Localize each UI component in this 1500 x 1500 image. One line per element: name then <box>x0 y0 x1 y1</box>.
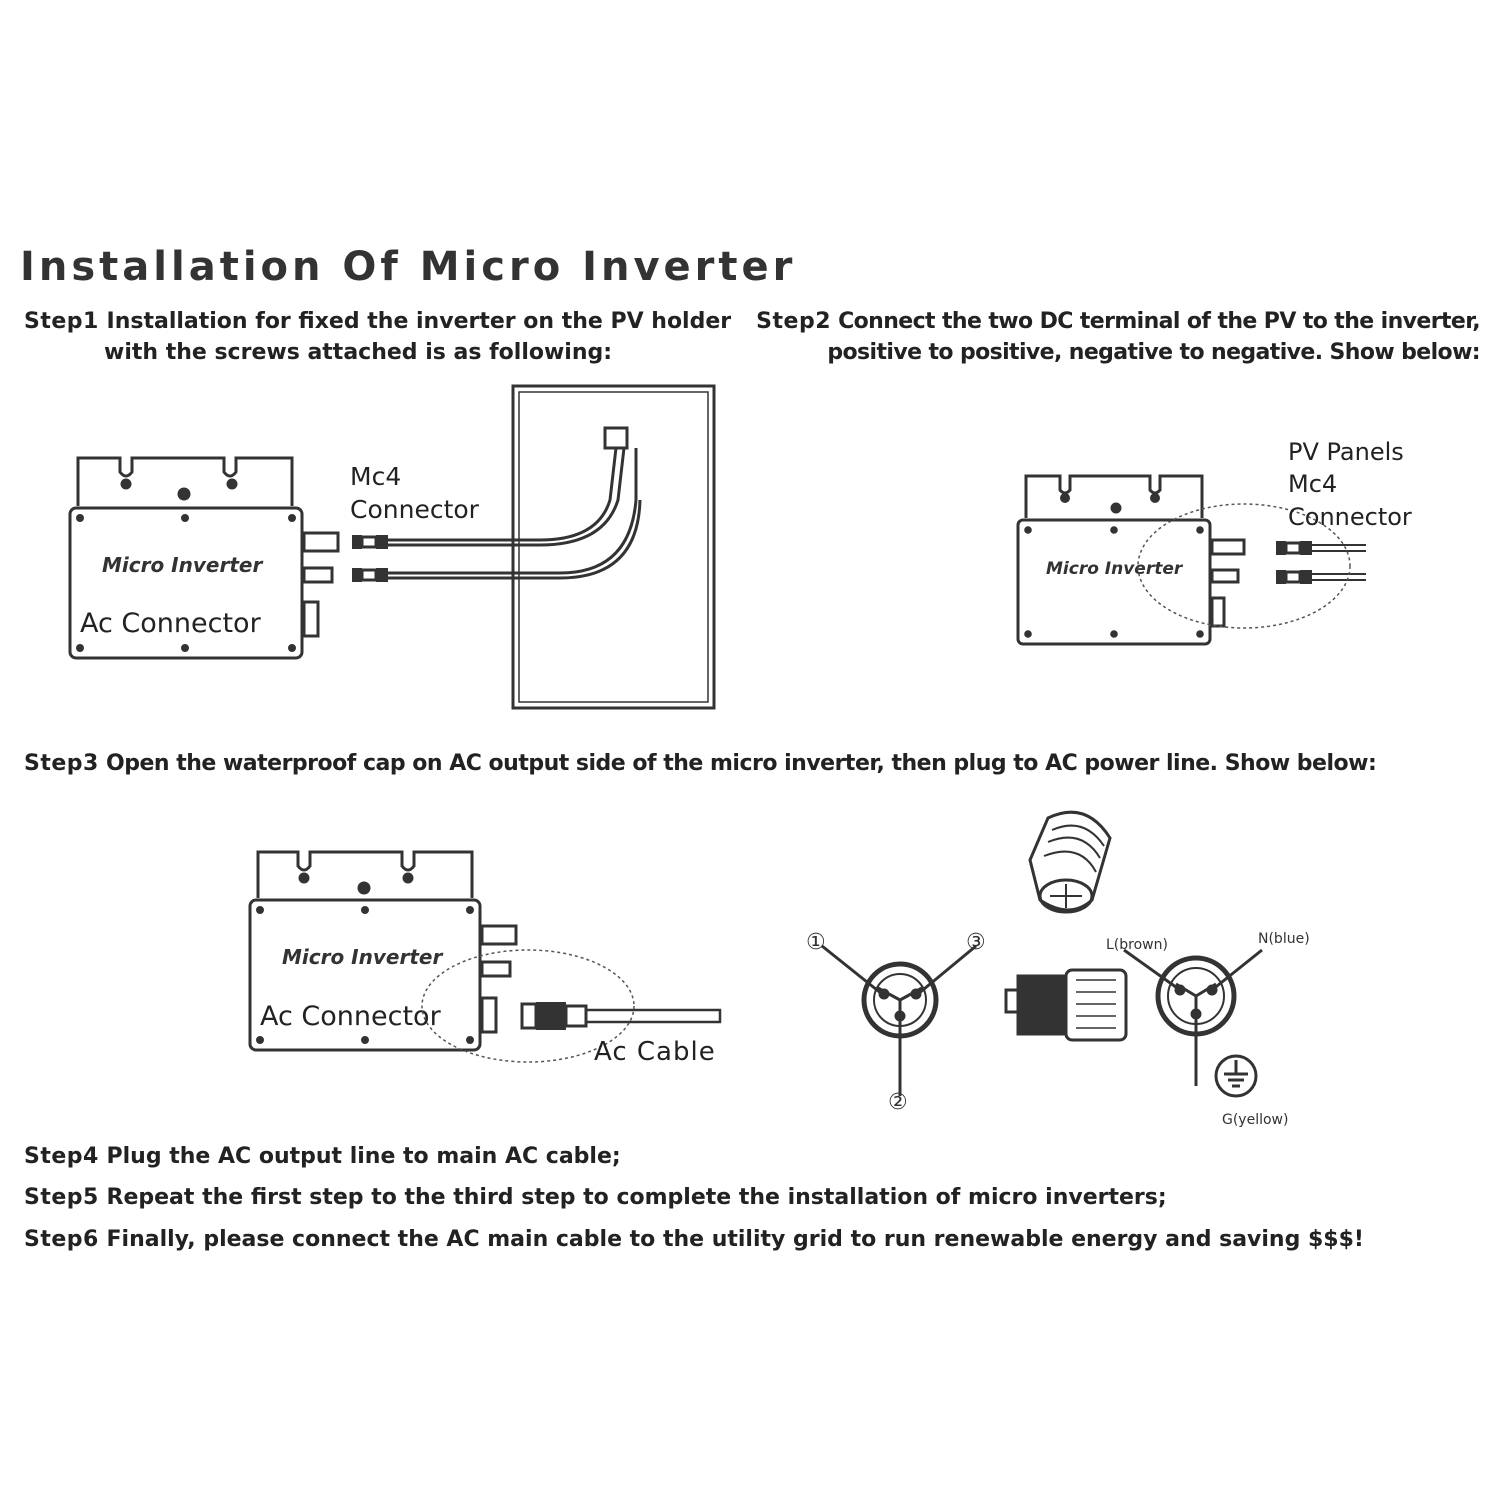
step4-number: Step4 <box>24 1144 99 1169</box>
step2-pv-cables <box>1312 544 1366 581</box>
ground-icon <box>1214 1054 1258 1098</box>
ac-connector-cap <box>1028 810 1112 914</box>
step3-text: Step3 Open the waterproof cap on AC outp… <box>24 748 1377 779</box>
step3-highlight-ellipse <box>421 949 635 1063</box>
step4-line1: Plug the AC output line to main AC cable… <box>106 1144 621 1169</box>
step2-connector-label: Connector <box>1288 503 1412 531</box>
step3-number: Step3 <box>24 751 99 776</box>
step2-mc4-label: Mc4 <box>1288 470 1337 498</box>
step5-number: Step5 <box>24 1185 99 1210</box>
step2-highlight-ellipse <box>1137 503 1351 629</box>
step2-line1: Connect the two DC terminal of the PV to… <box>838 309 1481 334</box>
step4-text: Step4 Plug the AC output line to main AC… <box>24 1141 621 1172</box>
ac-cable-plug <box>520 1002 722 1030</box>
step1-mc4-label: Mc4 <box>350 462 401 491</box>
step6-text: Step6 Finally, please connect the AC mai… <box>24 1224 1364 1255</box>
step1-ac-connector-label: Ac Connector <box>80 608 262 639</box>
step2-inverter <box>1016 474 1246 646</box>
step5-line1: Repeat the first step to the third step … <box>106 1185 1167 1210</box>
step1-mc4-connectors <box>350 533 390 584</box>
step3-inverter <box>248 850 518 1052</box>
step1-text: Step1 Installation for fixed the inverte… <box>24 306 731 368</box>
step1-connector-label: Connector <box>350 495 480 524</box>
step2-micro-inverter-label: Micro Inverter <box>1046 559 1184 579</box>
pin-diagram-numbered <box>821 944 977 1096</box>
ac-cable-label: Ac Cable <box>594 1037 716 1067</box>
step1-line1: Installation for fixed the inverter on t… <box>106 309 732 334</box>
page-title: Installation Of Micro Inverter <box>20 244 797 290</box>
step3-micro-inverter-label: Micro Inverter <box>282 945 443 969</box>
pin3-label: ③ <box>966 930 986 955</box>
step2-mc4-connectors <box>1274 539 1314 586</box>
step2-line2: positive to positive, negative to negati… <box>827 340 1480 365</box>
step1-inverter <box>68 456 340 660</box>
step1-dc-cables <box>388 447 642 580</box>
step1-micro-inverter-label: Micro Inverter <box>102 553 263 577</box>
pin1-label: ① <box>806 930 826 955</box>
pin-diagram-colored <box>1123 948 1263 1086</box>
ac-connector-body <box>1004 968 1128 1042</box>
step3-line1: Open the waterproof cap on AC output sid… <box>106 751 1377 776</box>
step6-line1: Finally, please connect the AC main cabl… <box>106 1227 1364 1252</box>
ground-yellow-label: G(yellow) <box>1222 1112 1288 1128</box>
pv-panel-frame <box>511 384 716 710</box>
step2-number: Step2 <box>756 309 832 334</box>
neutral-blue-label: N(blue) <box>1258 931 1310 947</box>
step2-pv-panels-label: PV Panels <box>1288 438 1404 466</box>
step1-number: Step1 <box>24 309 99 334</box>
step6-number: Step6 <box>24 1227 99 1252</box>
step3-ac-connector-label: Ac Connector <box>260 1001 442 1032</box>
step2-text: Step2 Connect the two DC terminal of the… <box>756 306 1480 368</box>
live-brown-label: L(brown) <box>1106 937 1168 953</box>
pin2-label: ② <box>888 1090 908 1115</box>
step1-line2: with the screws attached is as following… <box>104 340 613 365</box>
step5-text: Step5 Repeat the first step to the third… <box>24 1182 1167 1213</box>
pv-junction-box <box>603 426 629 450</box>
